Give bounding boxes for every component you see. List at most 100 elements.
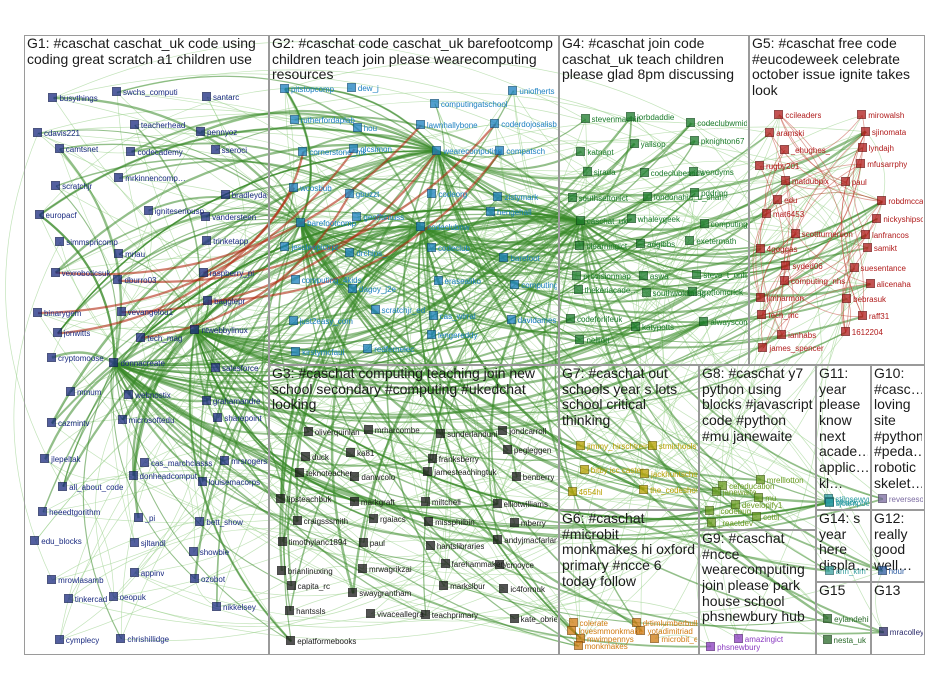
node-label[interactable]: mracolley bbox=[890, 628, 923, 637]
node-avatar-icon[interactable] bbox=[109, 592, 118, 601]
node-label[interactable]: cas_wirral bbox=[440, 312, 476, 321]
node-avatar-icon[interactable] bbox=[626, 112, 635, 121]
node-avatar-icon[interactable] bbox=[47, 575, 56, 584]
node-avatar-icon[interactable] bbox=[134, 513, 143, 522]
node-label[interactable]: cryptomoose bbox=[58, 354, 104, 363]
node-label[interactable]: raspberry_pi bbox=[210, 269, 254, 278]
node-label[interactable]: nesta_uk bbox=[834, 636, 866, 645]
node-label[interactable]: jondcarroll bbox=[509, 427, 546, 436]
node-label[interactable]: camtsnet bbox=[66, 145, 98, 154]
node-label[interactable]: markgraft bbox=[361, 498, 395, 507]
node-label[interactable]: ozobot bbox=[201, 575, 225, 584]
node-label[interactable]: elliotwilliams bbox=[504, 500, 548, 509]
node-avatar-icon[interactable] bbox=[130, 120, 139, 129]
node-label[interactable]: teacherhead bbox=[141, 121, 185, 130]
node-label[interactable]: alicenaha bbox=[877, 280, 911, 289]
node-label[interactable]: aramski bbox=[776, 129, 804, 138]
node-label[interactable]: trinketapp bbox=[213, 237, 248, 246]
node-label[interactable]: andyjmacfarlane bbox=[504, 536, 557, 545]
node-label[interactable]: mrwagrikzai bbox=[369, 565, 412, 574]
node-label[interactable]: duck bbox=[312, 453, 329, 462]
node-avatar-icon[interactable] bbox=[109, 358, 118, 367]
node-label[interactable]: codeforlifeuk bbox=[577, 315, 622, 324]
node-avatar-icon[interactable] bbox=[841, 177, 850, 186]
node-label[interactable]: donheadcomput bbox=[140, 472, 197, 481]
node-avatar-icon[interactable] bbox=[416, 120, 425, 129]
node-avatar-icon[interactable] bbox=[756, 244, 765, 253]
node-label[interactable]: showbie bbox=[200, 548, 229, 557]
node-avatar-icon[interactable] bbox=[574, 285, 583, 294]
node-label[interactable]: lanfrancos bbox=[872, 231, 909, 240]
node-label[interactable]: drchips_ bbox=[356, 249, 386, 258]
node-label[interactable]: swchs_computi bbox=[123, 88, 178, 97]
node-label[interactable]: busythings bbox=[59, 94, 97, 103]
node-label[interactable]: mrharcombe bbox=[375, 426, 420, 435]
node-label[interactable]: danwcolo bbox=[361, 473, 395, 482]
node-avatar-icon[interactable] bbox=[866, 279, 875, 288]
node-label[interactable]: ann_kim bbox=[836, 567, 866, 576]
node-avatar-icon[interactable] bbox=[112, 87, 121, 96]
node-avatar-icon[interactable] bbox=[707, 518, 716, 527]
node-label[interactable]: geofftimuss bbox=[363, 213, 404, 222]
node-avatar-icon[interactable] bbox=[576, 147, 585, 156]
node-label[interactable]: mberry bbox=[521, 519, 546, 528]
node-label[interactable]: bradleydardis bbox=[232, 191, 267, 200]
node-label[interactable]: simmspricomp bbox=[66, 238, 118, 247]
node-label[interactable]: steve_t_online bbox=[703, 271, 747, 280]
node-avatar-icon[interactable] bbox=[581, 114, 590, 123]
node-label[interactable]: cazmintv bbox=[58, 419, 90, 428]
node-label[interactable]: ntwebbylinux bbox=[201, 326, 247, 335]
node-avatar-icon[interactable] bbox=[345, 248, 354, 257]
node-avatar-icon[interactable] bbox=[211, 363, 220, 372]
node-avatar-icon[interactable] bbox=[842, 294, 851, 303]
node-label[interactable]: mirowalsh bbox=[868, 111, 904, 120]
node-avatar-icon[interactable] bbox=[47, 418, 56, 427]
node-label[interactable]: the_codeshow bbox=[650, 486, 697, 495]
node-label[interactable]: jimmy_hirschtrein bbox=[587, 442, 649, 451]
node-label[interactable]: mrsrogers_cs bbox=[231, 457, 267, 466]
node-avatar-icon[interactable] bbox=[113, 275, 122, 284]
node-label[interactable]: stmichoolst bbox=[659, 442, 697, 451]
node-avatar-icon[interactable] bbox=[583, 167, 592, 176]
node-label[interactable]: microsoftedu bbox=[129, 416, 175, 425]
node-label[interactable]: computing_3 bbox=[521, 281, 557, 290]
node-avatar-icon[interactable] bbox=[427, 189, 436, 198]
node-avatar-icon[interactable] bbox=[190, 574, 199, 583]
node-avatar-icon[interactable] bbox=[423, 467, 432, 476]
node-avatar-icon[interactable] bbox=[33, 128, 42, 137]
node-avatar-icon[interactable] bbox=[358, 564, 367, 573]
node-avatar-icon[interactable] bbox=[421, 610, 430, 619]
node-avatar-icon[interactable] bbox=[289, 316, 298, 325]
node-avatar-icon[interactable] bbox=[203, 296, 212, 305]
node-avatar-icon[interactable] bbox=[190, 325, 199, 334]
node-label[interactable]: benberry bbox=[523, 473, 555, 482]
node-avatar-icon[interactable] bbox=[575, 241, 584, 250]
node-label[interactable]: donnacreate bbox=[120, 359, 164, 368]
node-label[interactable]: whaleygeek bbox=[638, 215, 680, 224]
node-avatar-icon[interactable] bbox=[55, 237, 64, 246]
node-avatar-icon[interactable] bbox=[58, 482, 67, 491]
node-label[interactable]: computingdawn bbox=[711, 220, 747, 229]
node-avatar-icon[interactable] bbox=[38, 507, 47, 516]
node-avatar-icon[interactable] bbox=[348, 284, 357, 293]
node-label[interactable]: reversesolution bbox=[889, 495, 923, 504]
node-avatar-icon[interactable] bbox=[850, 263, 859, 272]
node-label[interactable]: santarc bbox=[213, 93, 239, 102]
node-label[interactable]: codeclubnw bbox=[427, 223, 469, 232]
node-label[interactable]: timothylanc1894 bbox=[289, 538, 347, 547]
node-avatar-icon[interactable] bbox=[755, 161, 764, 170]
node-avatar-icon[interactable] bbox=[51, 181, 60, 190]
node-label[interactable]: nickyshipson bbox=[883, 215, 923, 224]
node-avatar-icon[interactable] bbox=[773, 195, 782, 204]
node-label[interactable]: heeedtgorithm bbox=[49, 508, 100, 517]
node-label[interactable]: samikt bbox=[874, 244, 897, 253]
node-label[interactable]: sjinomata bbox=[872, 128, 906, 137]
node-label[interactable]: bitby icc caster bbox=[591, 466, 644, 475]
node-avatar-icon[interactable] bbox=[823, 614, 832, 623]
node-avatar-icon[interactable] bbox=[295, 468, 304, 477]
node-avatar-icon[interactable] bbox=[114, 249, 123, 258]
node-label[interactable]: mfusarrphy bbox=[867, 160, 907, 169]
node-avatar-icon[interactable] bbox=[780, 145, 789, 154]
node-label[interactable]: pegleggen bbox=[514, 446, 551, 455]
node-label[interactable]: jonwitts bbox=[64, 329, 91, 338]
